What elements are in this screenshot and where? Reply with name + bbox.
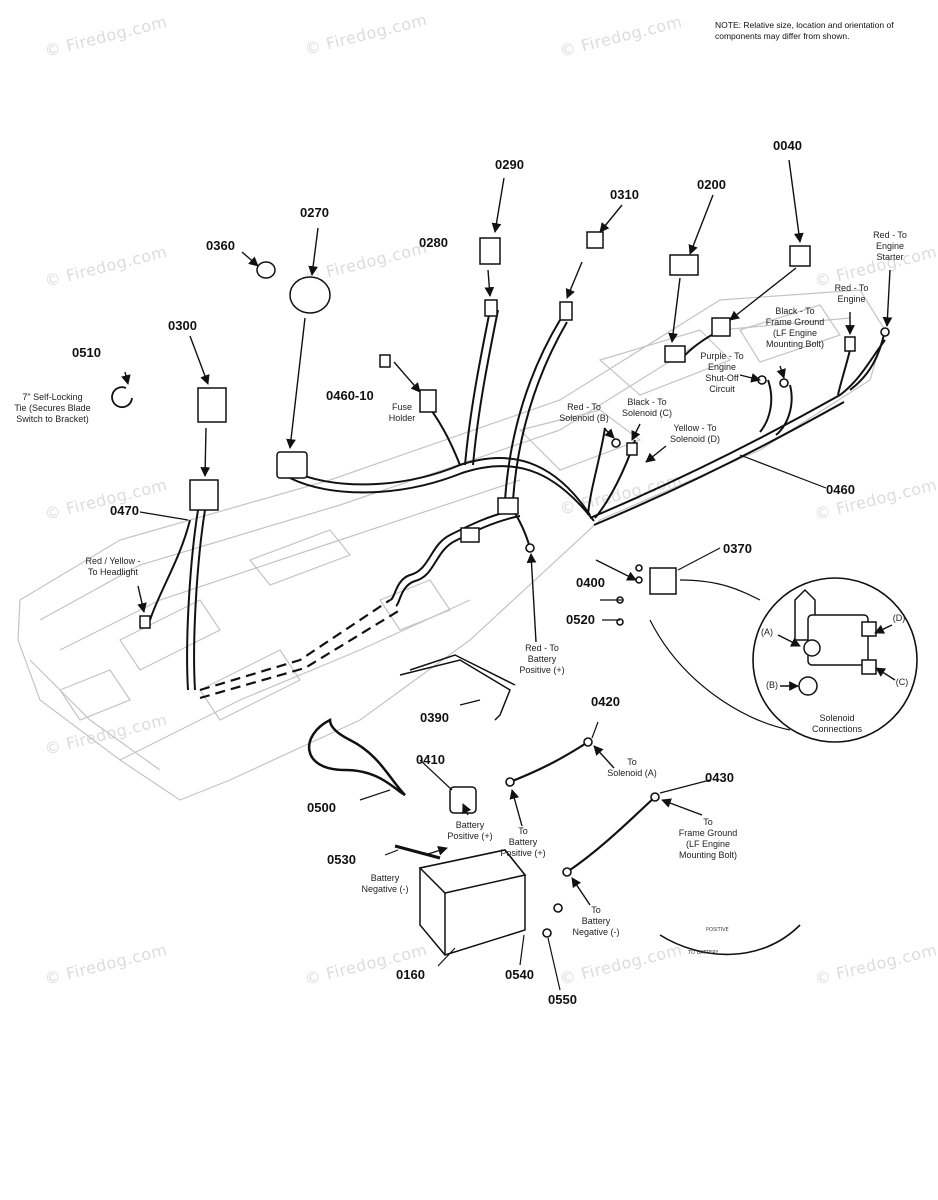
inset-label: POSITIVE <box>706 927 729 933</box>
callout-label: Yellow - To Solenoid (D) <box>669 423 721 444</box>
switch-0300 <box>197 387 227 423</box>
callout-label: (C) <box>895 677 909 687</box>
part-number: 0420 <box>591 694 620 709</box>
part-number: 0270 <box>300 205 329 220</box>
part-number: 0280 <box>419 235 448 250</box>
connector-0270 <box>276 451 308 479</box>
headlight-harness <box>149 509 206 691</box>
connector-0040 <box>711 317 731 337</box>
callout-label: Solenoid Connections <box>811 713 863 734</box>
part-number: 0410 <box>416 752 445 767</box>
battery-cover-0410 <box>449 786 477 814</box>
switch-0040 <box>789 245 811 267</box>
connector-0290 <box>484 299 498 317</box>
harness-routing-dashed <box>199 599 401 700</box>
fuse-holder <box>419 389 437 413</box>
note-text: NOTE: Relative size, location and orient… <box>715 20 894 41</box>
part-number: 0300 <box>168 318 197 333</box>
part-number: 0290 <box>495 157 524 172</box>
part-number: 0460-10 <box>326 388 374 403</box>
callout-label: Battery Positive (+) <box>447 820 493 841</box>
callout-label: To Frame Ground (LF Engine Mounting Bolt… <box>678 817 738 860</box>
callout-label: Purple - To Engine Shut-Off Circuit <box>700 351 744 394</box>
callout-label: (A) <box>761 627 773 637</box>
key-switch-0270 <box>289 276 331 314</box>
part-number: 0040 <box>773 138 802 153</box>
callout-label: Red - To Engine <box>834 283 869 304</box>
mower-frame-outline <box>17 289 886 801</box>
part-number: 0430 <box>705 770 734 785</box>
connector-main <box>497 497 519 515</box>
part-number: 0310 <box>610 187 639 202</box>
solenoid-0370 <box>649 567 677 595</box>
relay-0200 <box>669 254 699 276</box>
part-number: 0400 <box>576 575 605 590</box>
callout-label: Black - To Solenoid (C) <box>621 397 673 418</box>
part-number: 0520 <box>566 612 595 627</box>
callout-label: Black - To Frame Ground (LF Engine Mount… <box>765 306 825 349</box>
part-number: 0200 <box>697 177 726 192</box>
fuse-0460-10 <box>379 354 391 368</box>
callout-label: Fuse Holder <box>388 402 416 423</box>
connector-0310 <box>559 301 573 321</box>
part-number: 0460 <box>826 482 855 497</box>
connector-0200 <box>664 345 686 363</box>
fuse-0360 <box>256 261 276 279</box>
part-number: 0550 <box>548 992 577 1007</box>
callout-label: To Battery Positive (+) <box>500 826 546 858</box>
callout-label: Red - To Battery Positive (+) <box>519 643 565 675</box>
inset-label: TO BATTERY <box>688 950 719 956</box>
callout-label: (B) <box>766 680 778 690</box>
part-number: 0360 <box>206 238 235 253</box>
part-number: 0540 <box>505 967 534 982</box>
callout-label: 7" Self-Locking Tie (Secures Blade Switc… <box>14 392 91 424</box>
part-number: 0510 <box>72 345 101 360</box>
part-number: 0500 <box>307 800 336 815</box>
connector-inline <box>460 527 480 543</box>
callout-label: To Battery Negative (-) <box>572 905 620 937</box>
part-number: 0390 <box>420 710 449 725</box>
switch-0310 <box>586 231 604 249</box>
part-number: 0530 <box>327 852 356 867</box>
part-number: 0160 <box>396 967 425 982</box>
callout-label: Red / Yellow - To Headlight <box>85 556 141 577</box>
main-harness <box>289 309 886 526</box>
terminal-headlight <box>139 615 151 629</box>
callout-label: Red - To Engine Starter <box>873 230 907 262</box>
callout-label: Red - To Solenoid (B) <box>559 402 609 423</box>
callout-label: (D) <box>892 613 906 623</box>
callout-label: Battery Negative (-) <box>361 873 409 894</box>
terminal-engine <box>844 336 856 352</box>
part-number: 0470 <box>110 503 139 518</box>
switch-0280 <box>479 237 501 265</box>
callout-label: To Solenoid (A) <box>607 757 657 778</box>
connector-0470 <box>189 479 219 511</box>
terminal-solenoid-c <box>626 442 638 456</box>
part-number: 0370 <box>723 541 752 556</box>
